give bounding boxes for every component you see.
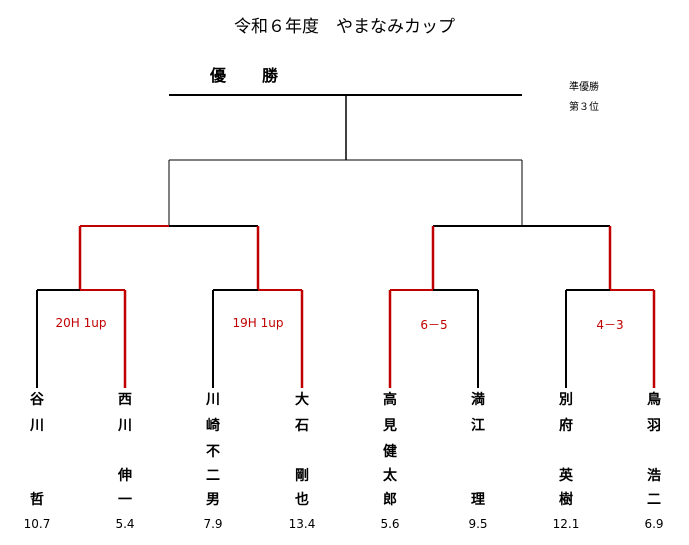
name-char: 一 (118, 492, 132, 508)
name-char: 川 (118, 418, 132, 434)
name-char: 二 (206, 468, 220, 484)
match-1-score: 20H 1up (55, 316, 107, 330)
name-char: 男 (206, 492, 220, 508)
name-char: 英 (559, 468, 573, 484)
name-char: 理 (471, 492, 485, 508)
name-char: 太 (383, 468, 397, 484)
player-8-handicap: 6.9 (644, 517, 664, 531)
name-char: 西 (118, 392, 132, 408)
champion-label: 優 勝 (210, 66, 289, 85)
name-char: 川 (30, 418, 44, 434)
name-char: 浩 (647, 468, 661, 484)
match-2-score: 19H 1up (232, 316, 284, 330)
name-char: 不 (206, 444, 220, 460)
match-4-score: 4－3 (596, 318, 624, 332)
player-3-handicap: 7.9 (203, 517, 223, 531)
player-1-handicap: 10.7 (23, 517, 51, 531)
name-char: 別 (559, 392, 573, 408)
name-char: 府 (559, 418, 573, 434)
name-char: 也 (295, 492, 309, 508)
tournament-title: 令和６年度 やまなみカップ (234, 17, 455, 37)
name-char: 郎 (383, 492, 397, 508)
match-3-score: 6－5 (420, 318, 448, 332)
name-char: 伸 (118, 468, 132, 484)
player-7-handicap: 12.1 (552, 517, 580, 531)
player-5-handicap: 5.6 (380, 517, 400, 531)
name-char: 健 (383, 444, 397, 460)
name-char: 大 (295, 392, 309, 408)
player-2-handicap: 5.4 (115, 517, 135, 531)
player-4-handicap: 13.4 (288, 517, 316, 531)
name-char: 石 (295, 418, 309, 434)
name-char: 崎 (206, 418, 220, 434)
name-char: 哲 (30, 492, 44, 508)
name-char: 剛 (295, 468, 309, 484)
name-char: 鳥 (647, 392, 661, 408)
player-6-handicap: 9.5 (468, 517, 488, 531)
name-char: 高 (383, 392, 397, 408)
name-char: 羽 (647, 418, 661, 434)
name-char: 満 (471, 392, 485, 408)
name-char: 見 (383, 418, 397, 434)
name-char: 川 (206, 392, 220, 408)
name-char: 樹 (559, 492, 573, 508)
runner-up-label: 準優勝 (569, 82, 599, 93)
name-char: 江 (471, 418, 485, 434)
third-place-label: 第３位 (569, 102, 599, 113)
name-char: 谷 (30, 392, 44, 408)
name-char: 二 (647, 492, 661, 508)
